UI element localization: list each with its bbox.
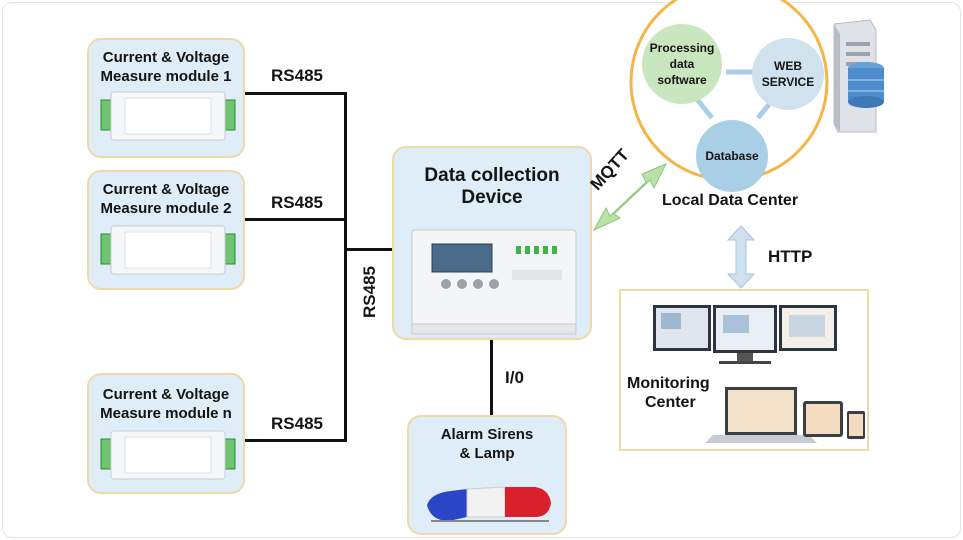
processing-line3: software bbox=[657, 73, 707, 87]
module-1-title-line1: Current & Voltage bbox=[102, 49, 230, 66]
rs485-bus-label: RS485 bbox=[360, 266, 379, 318]
laptop-devices-image bbox=[705, 387, 865, 443]
web-line2: SERVICE bbox=[761, 75, 815, 89]
rs485-wire-n bbox=[245, 439, 347, 442]
module-n-title-line2: Measure module n bbox=[100, 405, 232, 422]
http-arrow bbox=[726, 225, 756, 289]
device-title-line2: Device bbox=[461, 187, 523, 208]
monitor-screens-image bbox=[653, 305, 837, 364]
measure-module-n: Current & Voltage Measure module n bbox=[87, 373, 245, 494]
meter-module-n-image bbox=[100, 430, 236, 480]
module-2-title-line1: Current & Voltage bbox=[102, 181, 230, 198]
monitoring-center: Monitoring Center bbox=[619, 289, 869, 451]
web-service-bubble bbox=[752, 38, 824, 110]
alarm-title-line2: & Lamp bbox=[459, 445, 515, 462]
processing-line1: Processing bbox=[649, 41, 715, 55]
rs485-label-2: RS485 bbox=[271, 193, 323, 212]
rs485-wire-2 bbox=[245, 218, 347, 221]
monitoring-title-line1: Monitoring bbox=[627, 375, 710, 392]
device-image bbox=[411, 229, 577, 335]
device-title-line1: Data collection bbox=[424, 165, 560, 186]
module-n-title-line1: Current & Voltage bbox=[102, 386, 230, 403]
measure-module-1: Current & Voltage Measure module 1 bbox=[87, 38, 245, 158]
monitoring-title-line2: Center bbox=[645, 394, 696, 411]
rs485-wire-1 bbox=[245, 92, 347, 95]
http-label: HTTP bbox=[768, 247, 813, 266]
measure-module-2: Current & Voltage Measure module 2 bbox=[87, 170, 245, 290]
meter-module-1-image bbox=[100, 91, 236, 141]
io-wire bbox=[490, 340, 493, 415]
module-2-title-line2: Measure module 2 bbox=[100, 200, 232, 217]
mqtt-arrow bbox=[592, 163, 668, 232]
database-bubble bbox=[696, 120, 768, 192]
rs485-bus-wire bbox=[344, 92, 347, 442]
alarm-title-line1: Alarm Sirens bbox=[440, 426, 534, 443]
processing-bubble bbox=[642, 24, 722, 104]
data-collection-device: Data collection Device bbox=[392, 146, 592, 340]
rs485-label-n: RS485 bbox=[271, 414, 323, 433]
database-label: Database bbox=[705, 149, 759, 163]
local-data-center-caption: Local Data Center bbox=[662, 192, 799, 209]
io-label: I/0 bbox=[505, 368, 524, 387]
rs485-device-wire bbox=[344, 248, 394, 251]
web-line1: WEB bbox=[774, 59, 802, 73]
meter-module-2-image bbox=[100, 225, 236, 275]
processing-line2: data bbox=[669, 57, 695, 71]
rs485-label-1: RS485 bbox=[271, 66, 323, 85]
server-icon bbox=[833, 19, 884, 133]
siren-lamp-icon bbox=[427, 486, 551, 522]
alarm-sirens-lamp: Alarm Sirens & Lamp bbox=[407, 415, 567, 535]
module-1-title-line2: Measure module 1 bbox=[100, 68, 232, 85]
